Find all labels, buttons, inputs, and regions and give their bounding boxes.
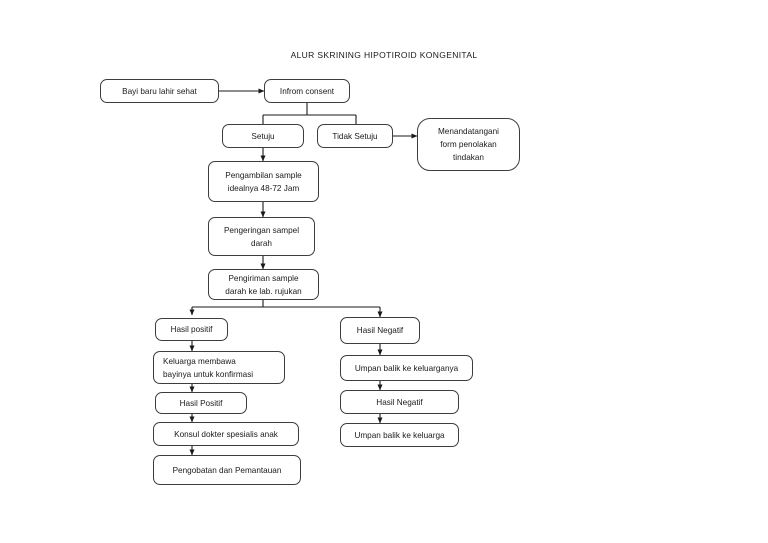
node-menandatangani-form-penolakan-tindakan[interactable]: Menandatangani form penolakan tindakan [417, 118, 520, 171]
node-hasil-positif-2[interactable]: Hasil Positif [155, 392, 247, 414]
page-title: ALUR SKRINING HIPOTIROID KONGENITAL [290, 50, 478, 60]
node-hasil-positif-1[interactable]: Hasil positif [155, 318, 228, 341]
node-hasil-negatif-2[interactable]: Hasil Negatif [340, 390, 459, 414]
node-umpan-balik-ke-keluarga[interactable]: Umpan balik ke keluarga [340, 423, 459, 447]
node-hasil-negatif-1[interactable]: Hasil Negatif [340, 317, 420, 344]
node-pengeringan-sampel-darah[interactable]: Pengeringan sampel darah [208, 217, 315, 256]
node-pengambilan-sample[interactable]: Pengambilan sample idealnya 48-72 Jam [208, 161, 319, 202]
node-infrom-consent[interactable]: Infrom consent [264, 79, 350, 103]
node-setuju[interactable]: Setuju [222, 124, 304, 148]
node-pengobatan-dan-pemantauan[interactable]: Pengobatan dan Pemantauan [153, 455, 301, 485]
node-tidak-setuju[interactable]: Tidak Setuju [317, 124, 393, 148]
node-umpan-balik-ke-keluarganya[interactable]: Umpan balik ke keluarganya [340, 355, 473, 381]
node-keluarga-membawa-bayinya[interactable]: Keluarga membawa bayinya untuk konfirmas… [153, 351, 285, 384]
node-bayi-baru-lahir-sehat[interactable]: Bayi baru lahir sehat [100, 79, 219, 103]
node-pengiriman-sample-darah[interactable]: Pengiriman sample darah ke lab. rujukan [208, 269, 319, 300]
node-konsul-dokter-spesialis-anak[interactable]: Konsul dokter spesialis anak [153, 422, 299, 446]
